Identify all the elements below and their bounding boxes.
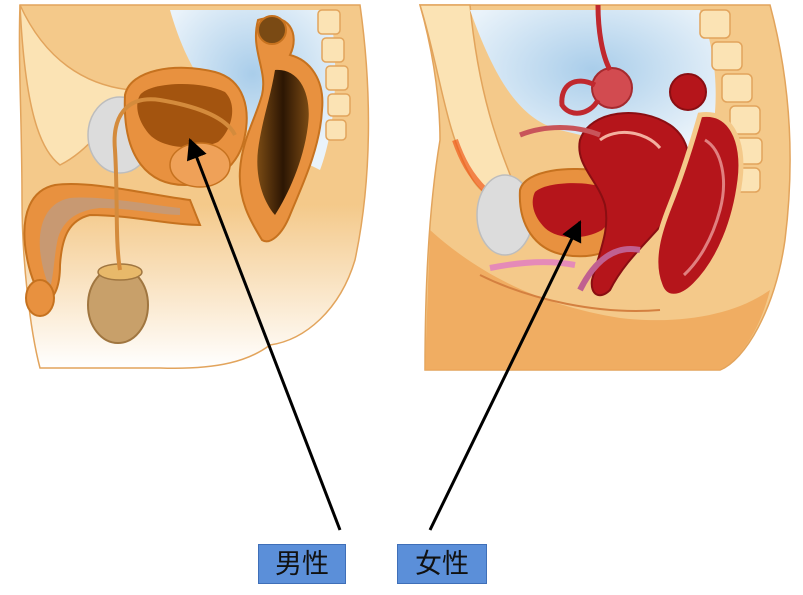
female-ovary bbox=[591, 67, 633, 109]
female-vagina bbox=[577, 246, 641, 292]
female-label: 女性 bbox=[397, 544, 487, 584]
female-wall-highlight bbox=[452, 139, 488, 193]
male-penis-interior bbox=[39, 197, 180, 288]
female-bladder-interior bbox=[532, 183, 614, 238]
female-lower-body bbox=[425, 230, 770, 370]
female-urethra bbox=[489, 259, 576, 271]
female-pelvis-section bbox=[418, 4, 791, 371]
female-fallopian-tube bbox=[559, 4, 613, 116]
male-vas-deferens bbox=[112, 97, 237, 271]
female-colon-section bbox=[669, 73, 707, 111]
female-uterus bbox=[578, 112, 690, 297]
male-colon-section bbox=[257, 15, 287, 45]
female-uterus-cavity bbox=[599, 130, 662, 150]
male-spine bbox=[317, 9, 351, 141]
female-rectum-interior bbox=[682, 138, 725, 277]
male-pointer-arrow bbox=[186, 138, 342, 531]
female-perineum bbox=[479, 274, 661, 312]
male-label: 男性 bbox=[258, 544, 346, 584]
male-rectum-interior bbox=[257, 69, 309, 215]
female-pointer-arrow bbox=[428, 220, 582, 531]
female-ligament bbox=[519, 125, 601, 138]
male-glans bbox=[25, 279, 55, 317]
male-pelvis-section bbox=[18, 4, 370, 370]
